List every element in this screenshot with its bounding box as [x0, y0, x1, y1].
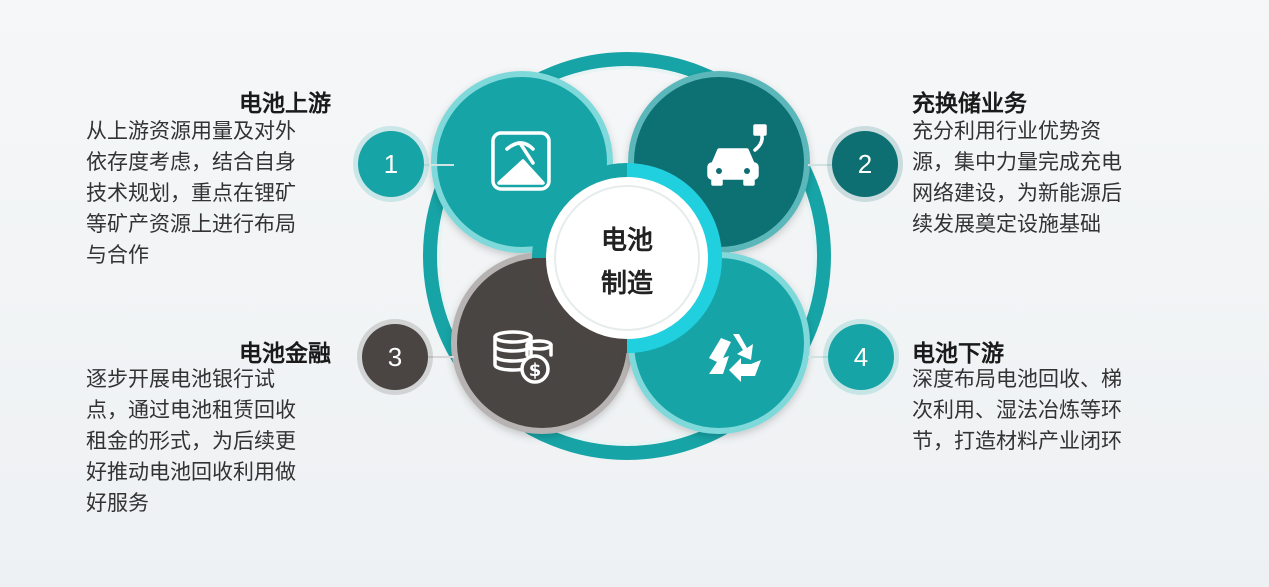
center-label-line1: 电池	[600, 226, 653, 256]
mining-icon	[491, 131, 551, 191]
connector-1	[424, 164, 454, 166]
number-badge-1: 1	[358, 131, 424, 197]
recycle-icon	[709, 334, 761, 382]
svg-text:$: $	[529, 360, 542, 381]
item-2-text: 充分利用行业优势资 源，集中力量完成充电 网络建设，为新能源后 续发展奠定设施基…	[912, 119, 1122, 236]
item-4-text: 深度布局电池回收、梯 次利用、湿法冶炼等环 节，打造材料产业闭环	[912, 367, 1122, 453]
item-3-title: 电池金融	[239, 341, 331, 367]
item-4-title: 电池下游	[912, 341, 1004, 367]
number-badge-2: 2	[832, 131, 898, 197]
connector-2	[808, 164, 832, 166]
number-badge-4: 4	[828, 324, 894, 390]
item-1-text: 从上游资源用量及对外 依存度考虑，结合自身 技术规划，重点在锂矿 等矿产资源上进…	[86, 119, 296, 267]
center-label: 电池 制造	[577, 220, 677, 300]
item-1-title: 电池上游	[239, 91, 331, 117]
coins-dollar-icon: $	[493, 330, 553, 384]
ev-charging-car-icon	[707, 124, 767, 186]
center-circle	[554, 185, 700, 331]
connector-3	[428, 356, 454, 358]
item-2-title: 充换储业务	[912, 91, 1027, 117]
item-3-text: 逐步开展电池银行试 点，通过电池租赁回收 租金的形式，为后续更 好推动电池回收利…	[86, 367, 296, 515]
center-label-line2: 制造	[600, 269, 653, 299]
outer-ring	[423, 52, 831, 460]
number-badge-3: 3	[362, 324, 428, 390]
connector-4	[808, 356, 832, 358]
